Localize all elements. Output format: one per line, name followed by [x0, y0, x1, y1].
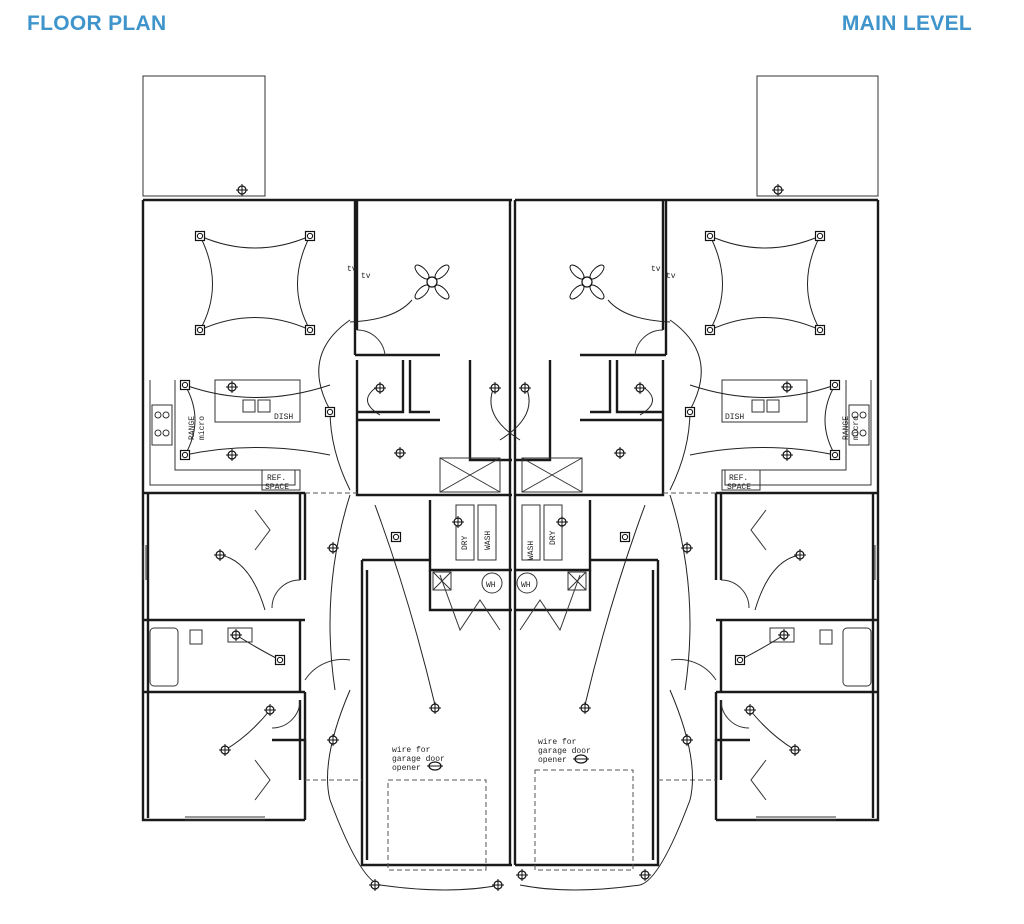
left-kitchen [149, 379, 301, 491]
range-label: RANGE [842, 416, 851, 440]
tub-left [149, 627, 179, 687]
micro-label: micro [852, 416, 861, 440]
porch-left [142, 75, 266, 197]
garage-note-line3: opener [392, 764, 421, 773]
wash-label: WASH [484, 531, 493, 550]
space-label: SPACE [265, 483, 289, 492]
space-label: SPACE [727, 483, 751, 492]
door-swings [254, 329, 767, 801]
wh-label: WH [521, 581, 531, 590]
garage-opener-icon [427, 754, 589, 771]
dry-label: DRY [461, 535, 470, 550]
wiring-left [184, 235, 521, 891]
right-kitchen [721, 379, 872, 491]
dish-label: DISH [725, 413, 744, 422]
tv-label: tv [361, 272, 371, 281]
main-level-title: MAIN LEVEL [841, 12, 972, 35]
tv-label: tv [347, 265, 357, 274]
wiring-right [499, 235, 836, 891]
stair-right [521, 457, 583, 493]
windows [142, 545, 879, 821]
island-left [214, 379, 301, 423]
ceiling-fan-icon [412, 262, 452, 302]
garage-note-line3: opener [538, 756, 567, 765]
island-right [721, 379, 808, 423]
garage-note-line1: wire for [538, 738, 577, 747]
wash-label: WASH [527, 541, 536, 560]
wh-label: WH [486, 581, 496, 590]
recessed-light-icon [515, 183, 807, 882]
water-heater-right [516, 572, 538, 594]
water-heater-left [481, 572, 503, 594]
garage-note-line1: wire for [392, 746, 431, 755]
garage-note-line2: garage door [538, 747, 591, 756]
garage-door-right [534, 769, 634, 871]
tv-label: tv [666, 272, 676, 281]
dish-label: DISH [274, 413, 293, 422]
porch-right [756, 75, 879, 197]
garage-door-left [387, 779, 487, 871]
ref-label: REF. [729, 474, 748, 483]
right-unit-walls [515, 198, 880, 867]
stair-left [439, 457, 501, 493]
dry-label: DRY [549, 530, 558, 545]
floor-plan-title: FLOOR PLAN [27, 12, 167, 35]
ceiling-fan-icon [567, 262, 607, 302]
range-label: RANGE [188, 416, 197, 440]
micro-label: micro [198, 416, 207, 440]
left-unit-walls [141, 198, 512, 867]
tub-right [842, 627, 872, 687]
tv-label: tv [651, 265, 661, 274]
garage-note-line2: garage door [392, 755, 445, 764]
ref-label: REF. [267, 474, 286, 483]
